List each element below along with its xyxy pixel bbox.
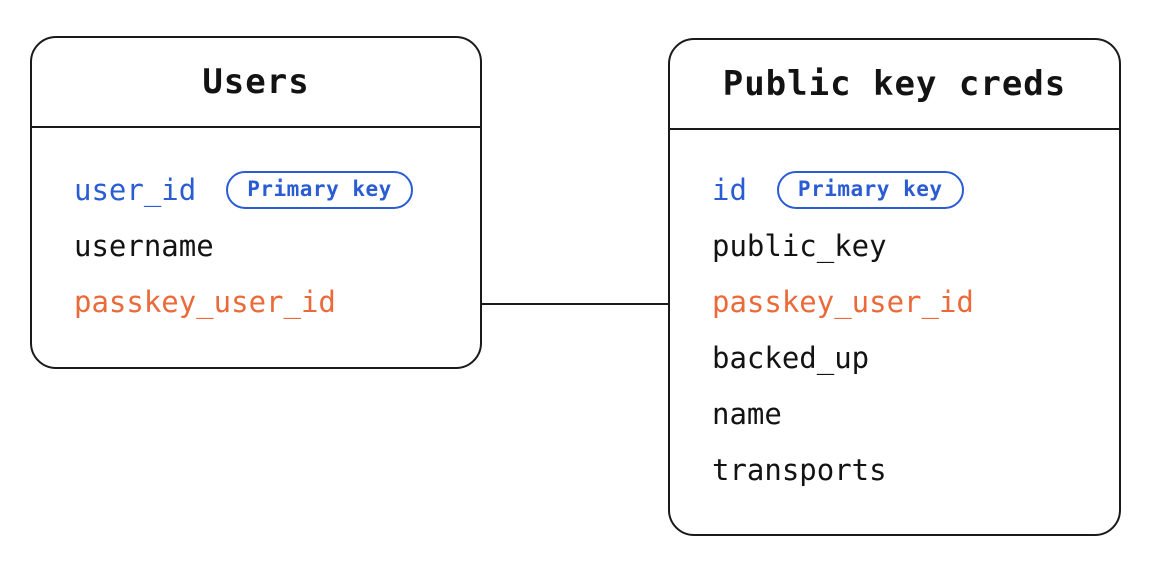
table-users-title: Users (32, 38, 480, 128)
field-name: passkey_user_id (74, 285, 336, 319)
field-name: passkey_user_id (712, 285, 974, 319)
primary-key-badge: Primary key (776, 171, 964, 209)
table-public-key-creds-title: Public key creds (670, 40, 1119, 130)
field-passkey-user-id: passkey_user_id (74, 274, 480, 330)
field-name: transports (712, 453, 887, 487)
field-name-row: name (712, 386, 1119, 442)
relationship-line (481, 303, 669, 305)
field-name: user_id (74, 173, 197, 207)
field-user-id: user_id Primary key (74, 162, 480, 218)
table-public-key-creds-fields: id Primary key public_key passkey_user_i… (670, 130, 1119, 498)
field-backed-up: backed_up (712, 330, 1119, 386)
table-public-key-creds: Public key creds id Primary key public_k… (668, 38, 1121, 536)
field-name: username (74, 229, 214, 263)
field-id: id Primary key (712, 162, 1119, 218)
field-username: username (74, 218, 480, 274)
table-users-fields: user_id Primary key username passkey_use… (32, 128, 480, 330)
table-users: Users user_id Primary key username passk… (30, 36, 482, 369)
field-transports: transports (712, 442, 1119, 498)
field-name: public_key (712, 229, 887, 263)
field-name: name (712, 397, 782, 431)
primary-key-badge: Primary key (226, 171, 413, 209)
field-public-key: public_key (712, 218, 1119, 274)
field-name: id (712, 173, 747, 207)
field-passkey-user-id: passkey_user_id (712, 274, 1119, 330)
field-name: backed_up (712, 341, 870, 375)
